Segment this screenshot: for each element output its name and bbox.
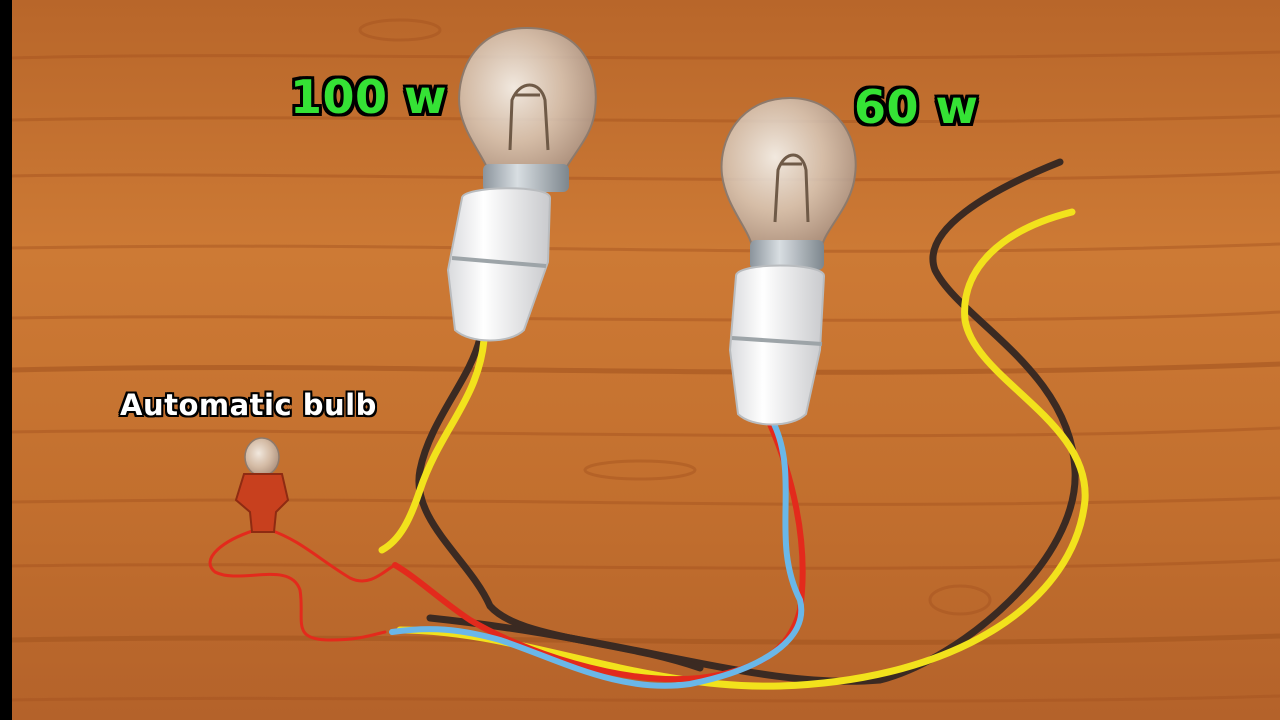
bulb-60w-holder [728,264,826,426]
bulb-100w-glass [458,26,597,179]
wire-yellow-left-bulb [378,336,488,554]
bulb-100w-holder [446,187,552,342]
wire-blue-right-bulb [389,421,805,689]
automatic-bulb [234,437,290,533]
automatic-bulb-glass [244,437,280,477]
wire-red-small-bulb [208,526,387,642]
caption-automatic-bulb: Automatic bulb [120,388,377,422]
wire-brown-long [426,158,1079,685]
bulb-60w-base [750,240,824,270]
bulb-100w-base [483,164,569,192]
wire-yellow-long [396,208,1089,690]
bulb-100w-filament [508,83,550,151]
left-black-border [0,0,12,720]
wood-grain [11,18,1280,703]
wires [208,158,1089,690]
wire-red-right-bulb [392,421,806,683]
wire-brown-left-bulb [415,334,704,672]
bulb-60w-filament [773,153,810,223]
caption-60w: 60 w [854,80,979,134]
caption-100w: 100 w [290,70,448,124]
bulb-60w [720,96,857,426]
wire-red-small-bulb-2 [268,528,397,583]
bulb-100w [446,26,597,342]
automatic-bulb-holder [234,473,290,533]
